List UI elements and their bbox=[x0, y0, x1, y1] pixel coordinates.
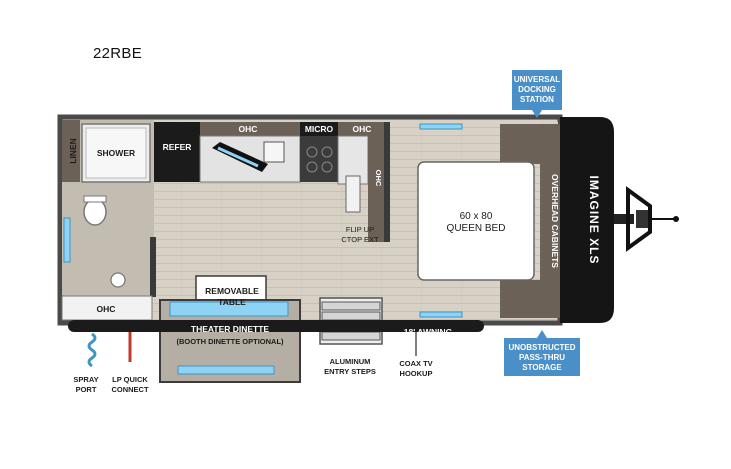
linen-cabinet bbox=[62, 120, 80, 182]
label-awning: 18' AWNING bbox=[404, 327, 453, 337]
label-ohc-top: OHC bbox=[239, 124, 258, 134]
label-dinette-2: (BOOTH DINETTE OPTIONAL) bbox=[176, 337, 284, 346]
front-cap bbox=[560, 117, 614, 323]
label-micro: MICRO bbox=[305, 124, 334, 134]
model-name: 22RBE bbox=[93, 45, 143, 62]
label-removable-2: TABLE bbox=[218, 297, 246, 307]
label-spray-1: SPRAY bbox=[73, 375, 98, 384]
callout-docking-2: DOCKING bbox=[518, 85, 556, 94]
callout-storage-2: PASS-THRU bbox=[519, 353, 565, 362]
callout-storage-3: STORAGE bbox=[522, 363, 562, 372]
bedroom-window-bottom bbox=[419, 311, 463, 318]
toilet-icon bbox=[83, 198, 107, 226]
label-coax-1: COAX TV bbox=[399, 359, 432, 368]
wardrobe-bottom bbox=[500, 280, 540, 318]
label-ohc-right: OHC bbox=[353, 124, 372, 134]
wardrobe-top bbox=[500, 124, 540, 164]
label-dinette-1: THEATER DINETTE bbox=[191, 324, 270, 334]
shower-tray bbox=[85, 127, 147, 179]
label-shower: SHOWER bbox=[97, 148, 135, 158]
label-steps-1: ALUMINUM bbox=[330, 357, 371, 366]
label-steps-2: ENTRY STEPS bbox=[324, 367, 376, 376]
burner-icon bbox=[306, 146, 333, 173]
refrigerator bbox=[154, 122, 200, 182]
dinette-top-window bbox=[169, 301, 289, 317]
kitchen-sink bbox=[345, 175, 361, 213]
callout-docking-1: UNIVERSAL bbox=[514, 75, 560, 84]
dinette-bottom-window bbox=[177, 365, 275, 375]
label-ohc-vertical: OHC bbox=[374, 170, 383, 187]
label-refer: REFER bbox=[163, 142, 192, 152]
callout-docking-3: STATION bbox=[520, 95, 554, 104]
label-ohc-bottom: OHC bbox=[97, 304, 116, 314]
label-linen: LINEN bbox=[68, 138, 78, 164]
label-flip-up-2: CTOP EXT bbox=[341, 235, 379, 244]
label-coax-2: HOOKUP bbox=[400, 369, 433, 378]
spray-port-icon bbox=[87, 332, 97, 368]
label-bed-size: 60 x 80 bbox=[460, 211, 493, 222]
queen-bed bbox=[417, 161, 535, 281]
awning-bar bbox=[68, 320, 484, 332]
sink-icon bbox=[110, 272, 126, 288]
label-lp-1: LP QUICK bbox=[112, 375, 148, 384]
bath-window bbox=[63, 217, 71, 263]
label-spray-2: PORT bbox=[76, 385, 97, 394]
microwave bbox=[300, 122, 338, 136]
label-queen-bed: QUEEN BED bbox=[447, 223, 506, 234]
label-overhead-cabinets: OVERHEAD CABINETS bbox=[550, 174, 560, 268]
label-removable-1: REMOVABLE bbox=[205, 286, 259, 296]
overhead-cabinets bbox=[540, 124, 560, 318]
bath-wall bbox=[150, 237, 156, 297]
bedroom-window-top bbox=[419, 123, 463, 130]
brand-logo: IMAGINE XLS bbox=[587, 175, 601, 264]
docking-station-callout bbox=[512, 70, 562, 110]
label-flip-up-1: FLIP UP bbox=[346, 225, 374, 234]
pantry-wall bbox=[368, 136, 384, 242]
hitch-icon bbox=[614, 186, 679, 252]
stove bbox=[300, 136, 338, 182]
kitchen-counter bbox=[200, 122, 300, 136]
callout-storage-1: UNOBSTRUCTED bbox=[508, 343, 575, 352]
label-lp-2: CONNECT bbox=[111, 385, 149, 394]
storage-callout bbox=[504, 338, 580, 376]
